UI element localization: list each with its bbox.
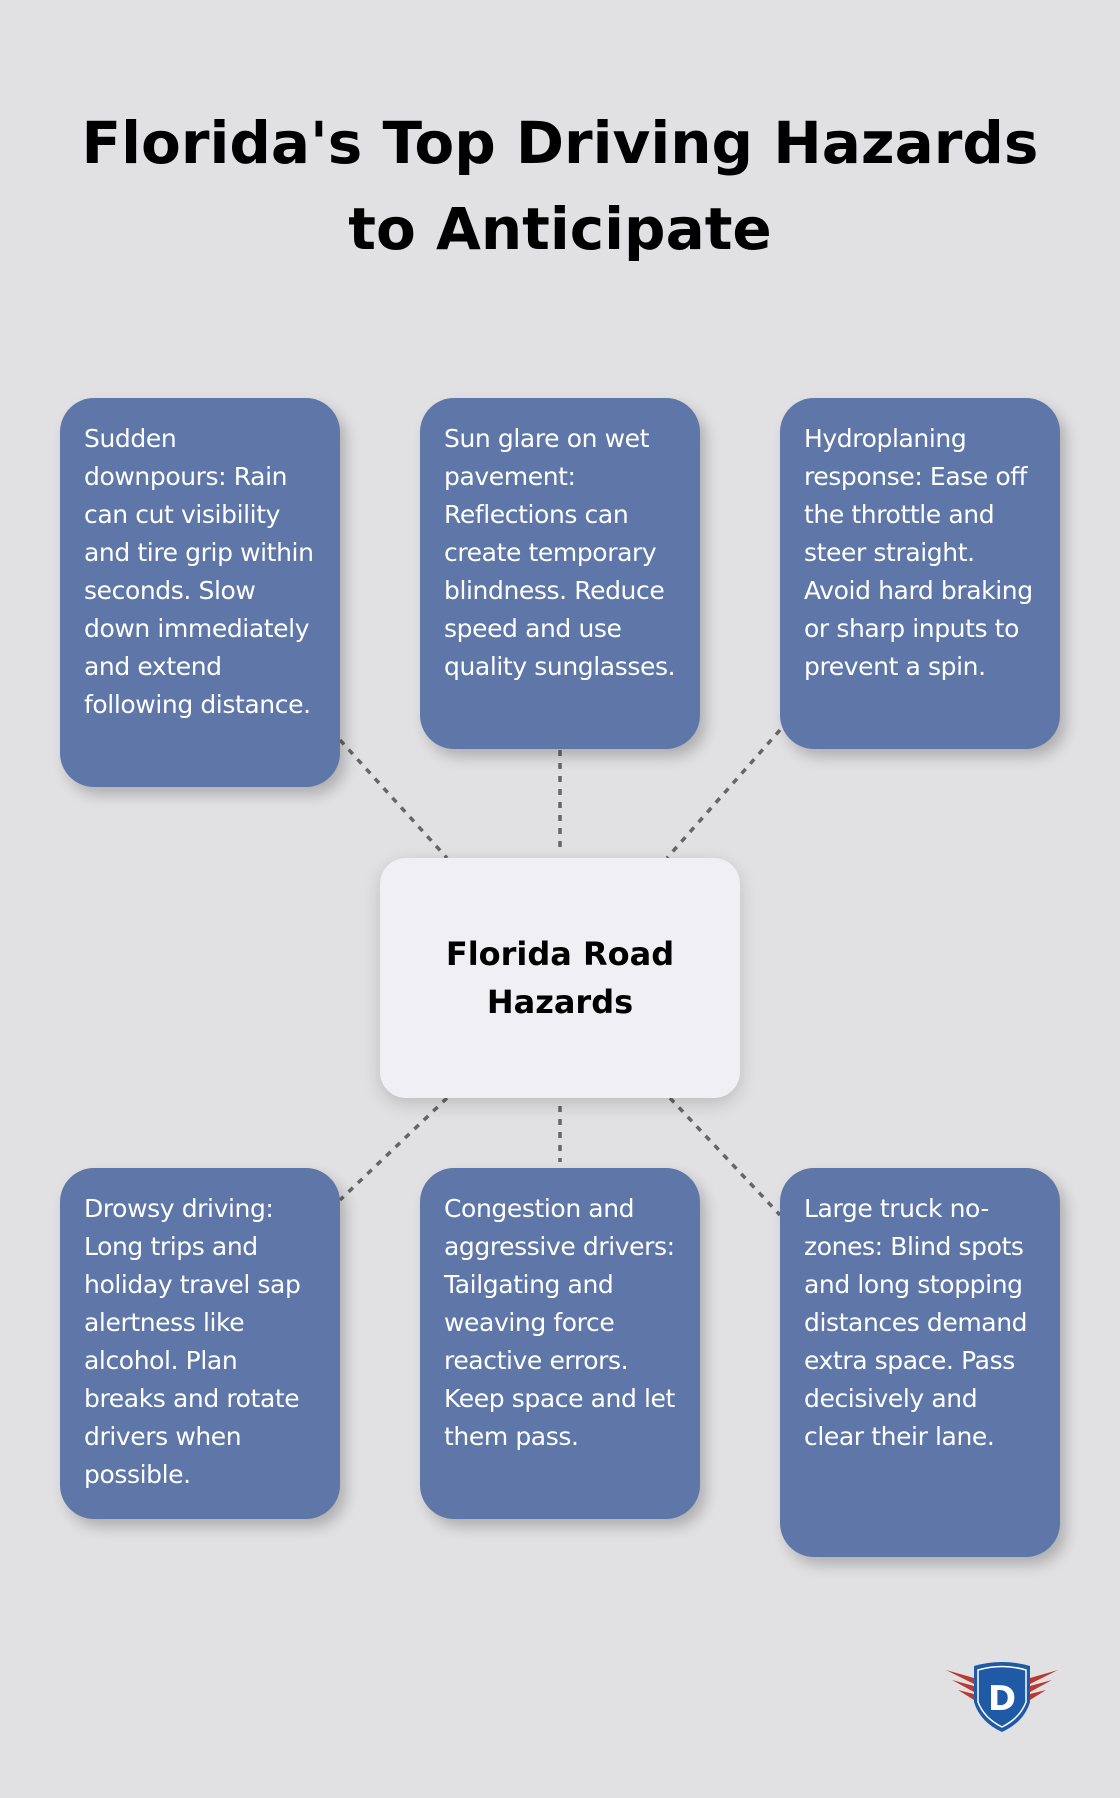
connector-top-right [665,728,782,860]
hazard-card-drowsy: Drowsy driving: Long trips and holiday t… [60,1168,340,1519]
hazard-card-sun-glare: Sun glare on wet pavement: Reflections c… [420,398,700,749]
page-title: Florida's Top Driving Hazards to Anticip… [0,100,1120,272]
hazard-text: Sun glare on wet pavement: Reflections c… [444,424,676,681]
center-line-2: Hazards [486,983,634,1021]
center-line-1: Florida Road [445,935,675,973]
hazard-card-hydroplaning: Hydroplaning response: Ease off the thro… [780,398,1060,749]
title-line-2: to Anticipate [348,195,772,263]
connector-bottom-right [668,1096,782,1217]
hazard-card-downpours: Sudden downpours: Rain can cut visibilit… [60,398,340,787]
hazard-text: Drowsy driving: Long trips and holiday t… [84,1194,301,1489]
logo-letter: D [988,1679,1016,1719]
title-line-1: Florida's Top Driving Hazards [81,109,1039,177]
connector-top-left [338,738,449,860]
hazard-card-trucks: Large truck no-zones: Blind spots and lo… [780,1168,1060,1557]
hazard-text: Large truck no-zones: Blind spots and lo… [804,1194,1028,1451]
shield-wings-logo-icon: D [946,1662,1058,1732]
hazard-card-congestion: Congestion and aggressive drivers: Tailg… [420,1168,700,1519]
hazard-text: Hydroplaning response: Ease off the thro… [804,424,1033,681]
center-node: Florida Road Hazards [380,858,740,1098]
hazard-text: Congestion and aggressive drivers: Tailg… [444,1194,675,1451]
hazard-text: Sudden downpours: Rain can cut visibilit… [84,424,314,719]
